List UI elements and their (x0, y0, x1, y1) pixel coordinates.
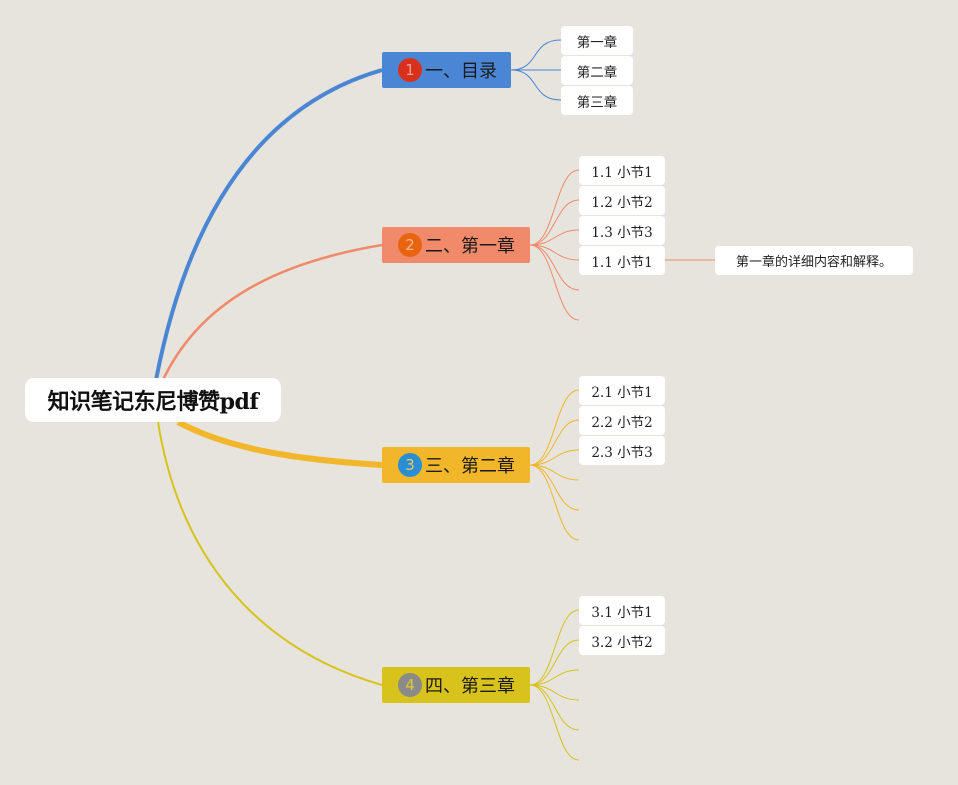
branch-label: 二、第一章 (425, 236, 515, 257)
connector-root-branch-4 (157, 421, 383, 686)
number-badge-icon: 3 (398, 453, 422, 477)
leaf-node[interactable]: 1.3 小节3 (579, 216, 665, 245)
detail-label: 第一章的详细内容和解释。 (735, 255, 892, 270)
leaf-label: 3.2 小节2 (591, 634, 653, 651)
leaf-label: 第一章 (576, 34, 618, 51)
connectors-branch-2 (529, 169, 715, 321)
leaf-label: 第二章 (576, 64, 618, 81)
connector-root-branch-1 (154, 68, 383, 381)
leaf-node[interactable]: 2.3 小节3 (579, 436, 665, 465)
branch-label: 四、第三章 (425, 676, 515, 697)
leaf-node[interactable]: 1.1 小节1 (579, 246, 665, 275)
leaf-label: 1.1 小节1 (591, 164, 653, 181)
number-badge-icon: 1 (398, 58, 422, 82)
branch-node-4[interactable]: 4 四、第三章 (382, 667, 530, 703)
number-badge-icon: 4 (398, 673, 422, 697)
leaf-label: 3.1 小节1 (591, 604, 653, 621)
leaf-node[interactable]: 2.1 小节1 (579, 376, 665, 405)
leaf-node[interactable]: 第二章 (561, 56, 633, 85)
leaf-node[interactable]: 3.1 小节1 (579, 596, 665, 625)
branch-label: 一、目录 (425, 61, 497, 82)
leaf-node[interactable]: 2.2 小节2 (579, 406, 665, 435)
leaf-label: 2.2 小节2 (591, 414, 653, 431)
leaf-label: 1.2 小节2 (591, 194, 653, 211)
connectors-branch-4 (529, 609, 580, 761)
root-title: 知识笔记东尼博赞pdf (47, 389, 259, 415)
connectors-branch-3 (529, 389, 580, 541)
leaf-label: 1.1 小节1 (591, 254, 653, 271)
connector-root-branch-2 (160, 243, 383, 383)
leaf-label: 2.3 小节3 (591, 444, 653, 461)
root-node[interactable]: 知识笔记东尼博赞pdf (25, 378, 281, 422)
leaf-node[interactable]: 3.2 小节2 (579, 626, 665, 655)
number-badge-icon: 2 (398, 233, 422, 257)
branch-node-2[interactable]: 2 二、第一章 (382, 227, 530, 263)
leaf-node[interactable]: 1.1 小节1 (579, 156, 665, 185)
leaf-node[interactable]: 第一章 (561, 26, 633, 55)
leaf-node[interactable]: 1.2 小节2 (579, 186, 665, 215)
branch-label: 三、第二章 (425, 456, 515, 477)
leaf-node[interactable]: 第三章 (561, 86, 633, 115)
leaf-label: 第三章 (576, 94, 618, 111)
connector-root-branch-3 (176, 419, 383, 468)
leaf-label: 2.1 小节1 (591, 384, 653, 401)
branch-node-1[interactable]: 1 一、目录 (382, 52, 511, 88)
leaf-label: 1.3 小节3 (591, 224, 653, 241)
detail-node[interactable]: 第一章的详细内容和解释。 (715, 246, 913, 275)
branch-node-3[interactable]: 3 三、第二章 (382, 447, 530, 483)
connectors-branch-1 (510, 39, 562, 101)
